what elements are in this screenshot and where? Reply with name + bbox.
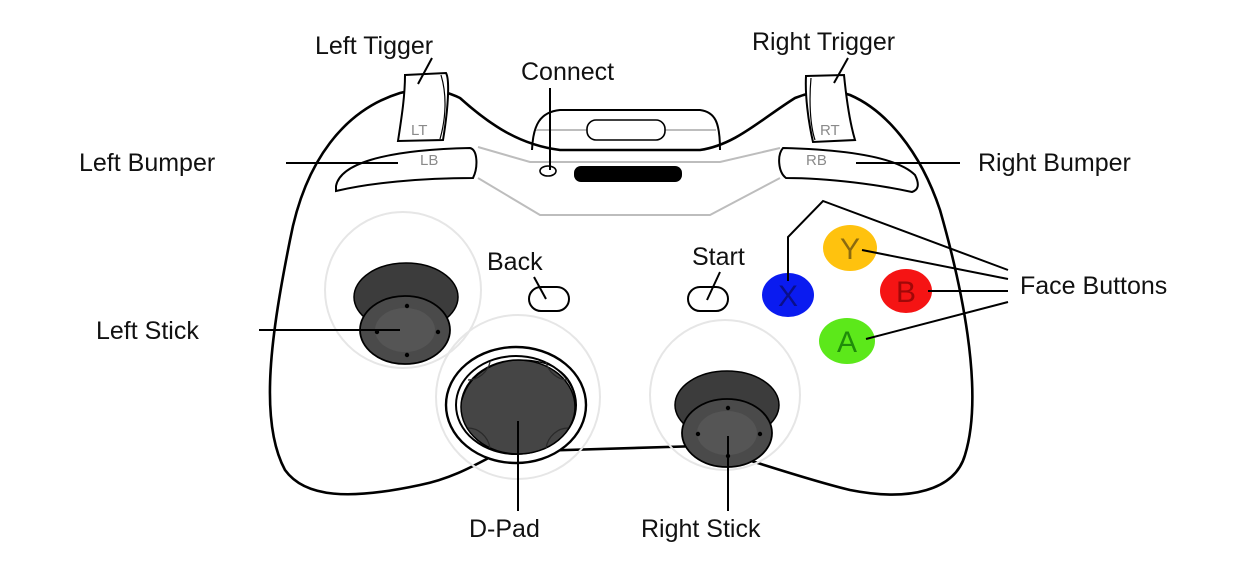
top-housing	[531, 109, 721, 151]
svg-text:X: X	[778, 280, 798, 313]
label-start: Start	[692, 243, 745, 271]
right-stick-dot	[695, 431, 701, 437]
right-stick-well	[649, 319, 801, 471]
rt-mark: RT	[820, 122, 840, 139]
lt-mark: LT	[411, 122, 427, 139]
left-trigger-edge	[439, 74, 446, 140]
left-stick-center	[375, 308, 435, 352]
leader-right-trigger	[833, 57, 849, 84]
label-back: Back	[487, 248, 543, 276]
leader-face-a	[865, 301, 1009, 340]
leader-back	[533, 276, 547, 300]
label-right-stick: Right Stick	[641, 515, 761, 543]
connect-led[interactable]	[539, 165, 557, 177]
guide-light-bar	[574, 166, 682, 182]
right-stick-center	[697, 411, 757, 455]
dpad-corner	[545, 427, 569, 449]
leader-face-y	[861, 249, 1009, 280]
right-stick-dot	[757, 431, 763, 437]
right-bumper[interactable]	[778, 146, 919, 194]
leader-face-x	[787, 199, 1009, 281]
face-button-a[interactable]: A	[819, 318, 875, 364]
label-d-pad: D-Pad	[469, 515, 540, 543]
left-stick-dot	[404, 303, 410, 309]
dpad-corner	[545, 361, 569, 381]
leader-start	[706, 271, 721, 301]
upper-face-trim	[477, 146, 781, 163]
right-trigger[interactable]	[804, 73, 857, 144]
left-stick-dot	[404, 352, 410, 358]
left-trigger[interactable]	[396, 71, 450, 143]
right-stick-dot	[725, 405, 731, 411]
label-right-bumper: Right Bumper	[978, 149, 1131, 177]
svg-text:Y: Y	[840, 233, 860, 266]
label-left-bumper: Left Bumper	[79, 149, 215, 177]
svg-text:B: B	[896, 276, 916, 309]
label-face-buttons: Face Buttons	[1020, 272, 1167, 300]
label-left-trigger: Left Tigger	[315, 32, 433, 60]
leader-left-trigger	[417, 57, 433, 85]
back-button[interactable]	[528, 286, 570, 312]
face-button-x[interactable]: X	[762, 273, 814, 317]
label-connect: Connect	[521, 58, 614, 86]
dpad-corner	[467, 427, 491, 449]
lower-face-trim	[477, 177, 781, 216]
housing-slot	[586, 119, 666, 141]
face-button-b[interactable]: B	[880, 269, 932, 313]
left-bumper[interactable]	[335, 146, 478, 193]
lb-mark: LB	[420, 152, 438, 169]
label-right-trigger: Right Trigger	[752, 28, 895, 56]
label-left-stick: Left Stick	[96, 317, 199, 345]
right-trigger-edge	[809, 77, 816, 141]
left-stick-well	[324, 211, 482, 369]
left-stick-dot	[435, 329, 441, 335]
dpad-corner	[467, 361, 491, 381]
face-button-y[interactable]: Y	[823, 225, 877, 271]
svg-text:A: A	[837, 326, 857, 359]
controller-body	[268, 88, 974, 496]
rb-mark: RB	[806, 152, 827, 169]
